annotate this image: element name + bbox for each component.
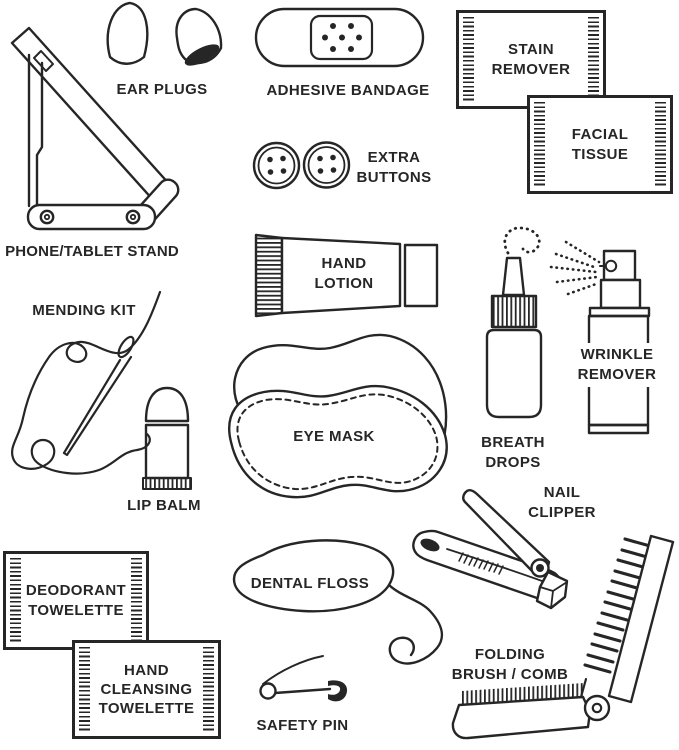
breath-drops-icon (485, 226, 543, 419)
adhesive-bandage-label: ADHESIVE BANDAGE (266, 82, 430, 99)
adhesive-bandage-icon (254, 7, 425, 68)
facial-tissue-packet: FACIAL TISSUE (527, 95, 673, 194)
packet-seal-left (79, 647, 90, 732)
hand-cleansing-towelette-label: HAND CLEANSING TOWELETTE (98, 662, 195, 717)
stain-remover-label: STAIN REMOVER (491, 40, 571, 78)
safety-pin-icon (259, 655, 348, 702)
mending-kit-label: MENDING KIT (32, 302, 136, 319)
eye-mask-icon (228, 333, 448, 499)
packet-seal-right (131, 558, 142, 643)
packet-seal-left (10, 558, 21, 643)
packet-seal-left (534, 102, 545, 187)
breath-drops-label: BREATH DROPS (481, 434, 545, 471)
extra-buttons-label: EXTRA BUTTONS (356, 149, 432, 186)
deodorant-towelette-packet: DEODORANT TOWELETTE (3, 551, 149, 650)
eye-mask-label: EYE MASK (293, 428, 375, 445)
packet-seal-right (655, 102, 666, 187)
deodorant-towelette-label: DEODORANT TOWELETTE (25, 581, 127, 619)
packet-seal-left (463, 17, 474, 102)
phone-tablet-stand-label: PHONE/TABLET STAND (5, 243, 179, 260)
folding-brush-comb-label: FOLDING BRUSH / COMB (451, 646, 569, 683)
hand-lotion-label: HAND LOTION (314, 255, 374, 292)
ear-plugs-icon (106, 1, 223, 66)
nail-clipper-icon (412, 489, 569, 610)
wrinkle-remover-label: WRINKLE REMOVER (564, 343, 670, 387)
hand-lotion-icon (254, 233, 439, 318)
safety-pin-label: SAFETY PIN (256, 717, 349, 734)
lip-balm-icon (142, 386, 192, 490)
stain-remover-packet: STAIN REMOVER (456, 10, 606, 109)
lip-balm-label: LIP BALM (127, 497, 201, 514)
packet-seal-right (588, 17, 599, 102)
nail-clipper-label: NAIL CLIPPER (528, 484, 596, 521)
hand-cleansing-towelette-packet: HAND CLEANSING TOWELETTE (72, 640, 221, 739)
packet-seal-right (203, 647, 214, 732)
extra-buttons-icon (252, 141, 351, 190)
mending-kit-icon (11, 290, 162, 475)
dental-floss-label: DENTAL FLOSS (250, 575, 370, 592)
facial-tissue-label: FACIAL TISSUE (571, 125, 629, 163)
wrinkle-remover-icon (549, 240, 651, 435)
folding-brush-comb-icon (451, 534, 675, 740)
ear-plugs-label: EAR PLUGS (116, 81, 208, 98)
dental-floss-icon (232, 539, 444, 665)
phone-tablet-stand-icon (10, 26, 180, 231)
